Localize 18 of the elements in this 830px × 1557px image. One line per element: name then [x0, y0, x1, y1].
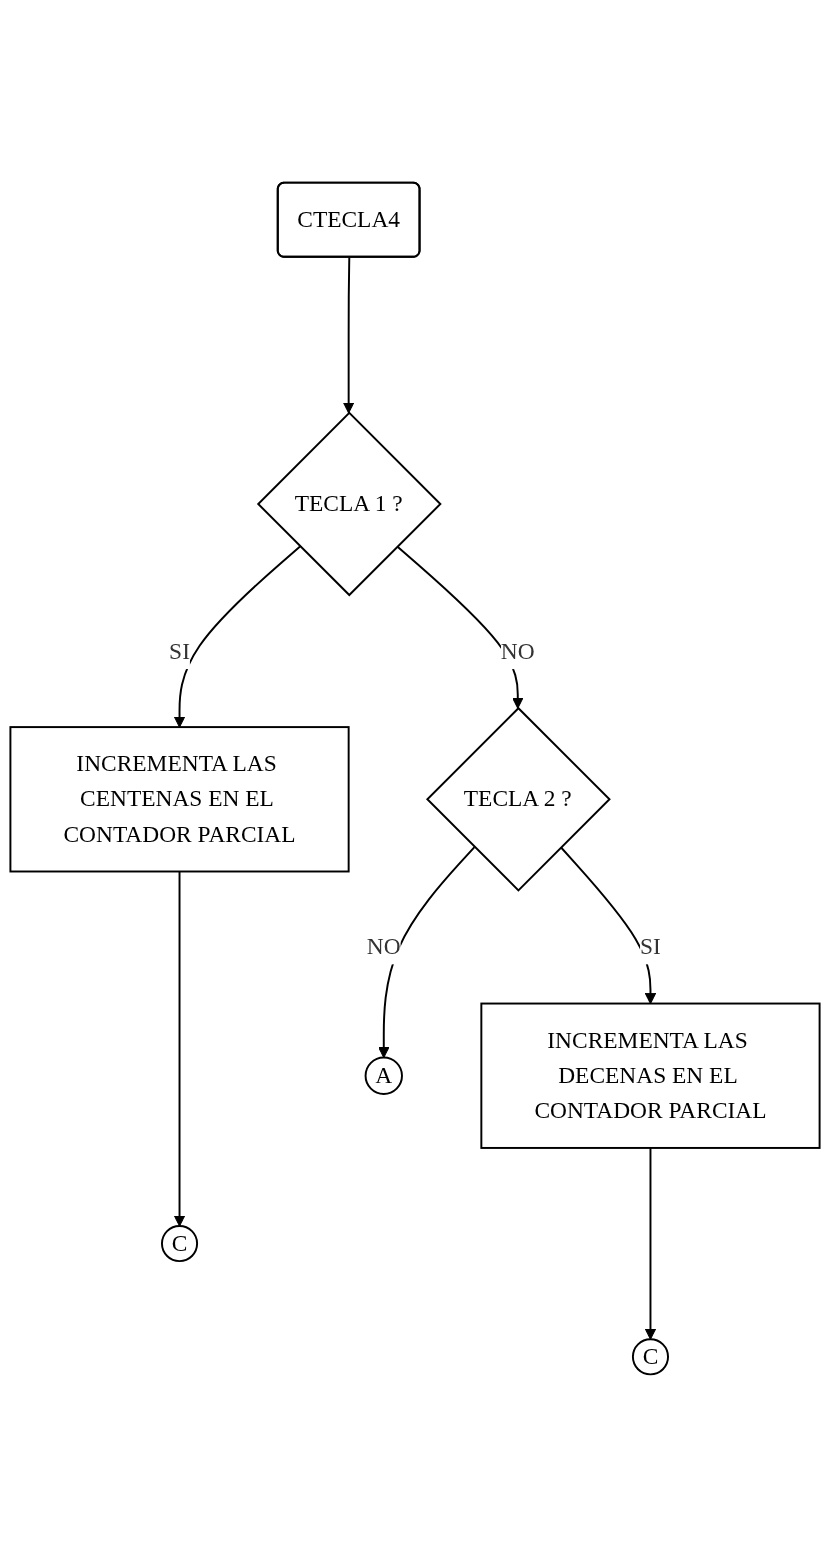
arrow	[396, 545, 524, 709]
node-box: INCREMENTA LAS DECENAS EN EL CONTADOR PARCIAL	[480, 1002, 821, 1149]
node-diamond: TECLA 1 ?	[256, 411, 442, 597]
edge-label: NO	[500, 637, 535, 664]
arrow	[559, 846, 657, 1005]
arrow	[378, 846, 476, 1059]
edge-label: SI	[640, 933, 661, 960]
arrow	[644, 1146, 657, 1340]
node-circle: C	[631, 1338, 669, 1376]
edge-label: NO	[366, 933, 401, 960]
edge-label: SI	[169, 637, 190, 664]
arrow	[173, 545, 301, 728]
arrow	[173, 870, 186, 1227]
arrow	[342, 256, 355, 414]
node-circle: A	[364, 1056, 403, 1095]
node-diamond: TECLA 2 ?	[426, 706, 611, 892]
node-box: INCREMENTA LAS CENTENAS EN EL CONTADOR PARCIAL	[9, 726, 350, 873]
node-circle: C	[161, 1225, 199, 1263]
